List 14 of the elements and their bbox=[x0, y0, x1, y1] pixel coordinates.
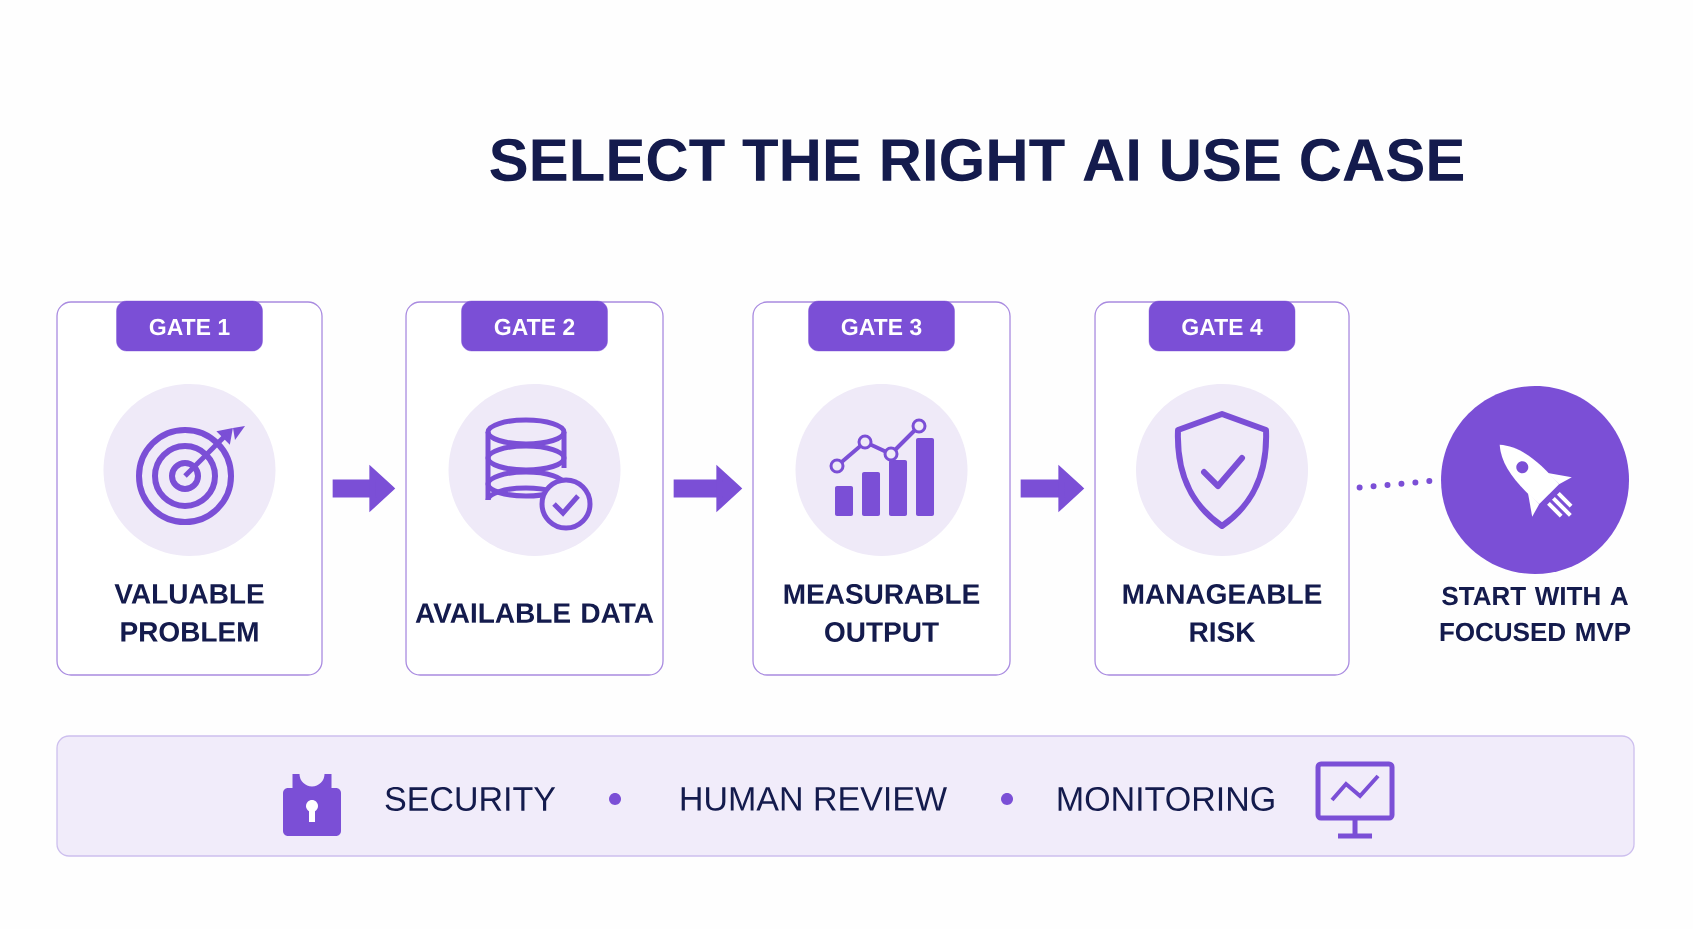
gate-tab: GATE 1 bbox=[116, 300, 263, 352]
band-item: MONITORING bbox=[1058, 786, 1274, 812]
band-item: SECURITY bbox=[385, 786, 556, 812]
card-label: VALUABLE PROBLEM bbox=[114, 584, 264, 642]
gate-tab: GATE 2 bbox=[461, 300, 608, 352]
card-label: AVAILABLE DATA bbox=[415, 603, 654, 623]
card-label: MEASURABLE OUTPUT bbox=[784, 584, 980, 642]
card-label: MANAGEABLE RISK bbox=[1123, 584, 1322, 642]
dotted-connector bbox=[1356, 477, 1434, 491]
gate-tab: GATE 4 bbox=[1148, 300, 1296, 352]
title: SELECT THE RIGHT AI USE CASE bbox=[490, 138, 1463, 182]
band-item: HUMAN REVIEW bbox=[681, 787, 947, 811]
gate-tab: GATE 3 bbox=[808, 300, 955, 352]
rocket-label: START WITH A FOCUSED MVP bbox=[1440, 586, 1631, 642]
